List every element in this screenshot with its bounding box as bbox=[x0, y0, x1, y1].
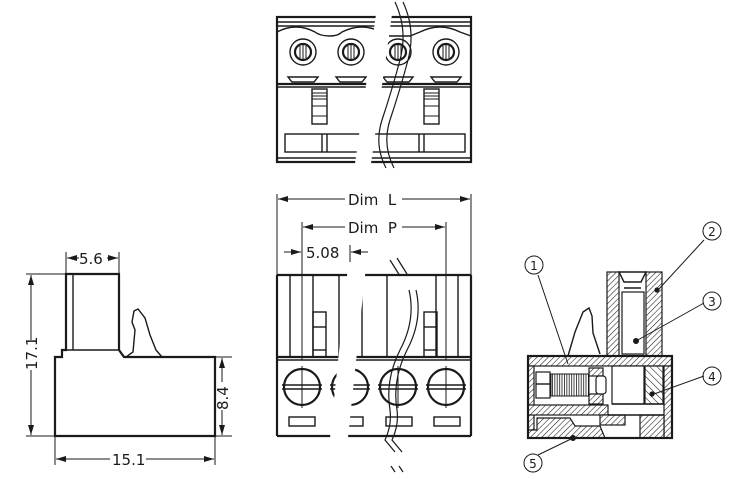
pitch-label: 5.08 bbox=[306, 244, 339, 262]
svg-text:2: 2 bbox=[708, 225, 716, 239]
height-body-label: 8.4 bbox=[214, 386, 232, 410]
svg-text:5: 5 bbox=[529, 457, 537, 471]
callout-1: 1 bbox=[524, 255, 544, 275]
svg-text:3: 3 bbox=[708, 295, 716, 309]
dim-p-label: Dim P bbox=[348, 219, 397, 237]
dim-l-label: Dim L bbox=[348, 191, 397, 209]
callout-2: 2 bbox=[702, 221, 722, 241]
svg-text:4: 4 bbox=[708, 370, 716, 384]
screw-opening bbox=[337, 38, 365, 66]
width-top-label: 5.6 bbox=[79, 250, 103, 268]
callout-4: 4 bbox=[702, 366, 722, 386]
front-view: Dim L Dim P 5.08 bbox=[275, 191, 473, 473]
callout-5: 5 bbox=[523, 453, 543, 473]
screw-opening bbox=[432, 38, 460, 66]
screw-head bbox=[426, 366, 466, 408]
depth-label: 15.1 bbox=[112, 451, 145, 469]
height-total-label: 17.1 bbox=[23, 337, 41, 370]
top-view-outline bbox=[275, 15, 473, 164]
callout-dot bbox=[649, 391, 655, 397]
top-view bbox=[275, 0, 473, 170]
screw-head bbox=[282, 366, 322, 408]
section-view: 1 2 3 4 5 bbox=[523, 221, 722, 473]
svg-text:1: 1 bbox=[530, 259, 538, 273]
callout-3: 3 bbox=[702, 291, 722, 311]
screw-opening bbox=[289, 38, 317, 66]
side-view: 5.6 17.1 8.4 15.1 bbox=[23, 250, 232, 469]
callout-dot bbox=[654, 287, 660, 293]
